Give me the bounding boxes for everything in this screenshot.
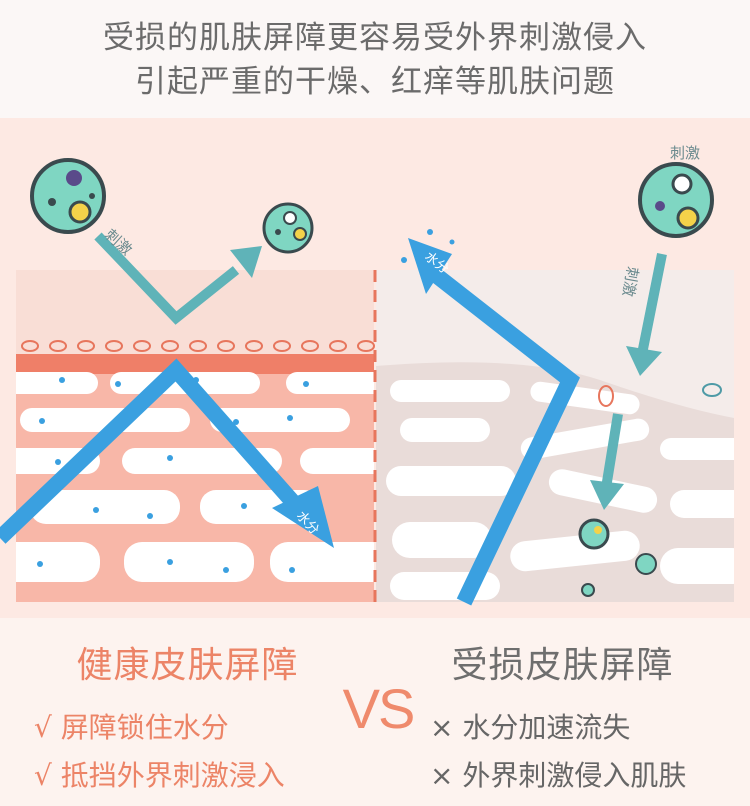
microbe-icon bbox=[264, 204, 312, 252]
microbe-icon bbox=[32, 160, 104, 232]
stimulus-label: 刺激 bbox=[670, 144, 700, 162]
damaged-point-2: × 外界刺激侵入肌肤 bbox=[430, 754, 686, 794]
healthy-point-2: √ 抵挡外界刺激浸入 bbox=[34, 754, 285, 794]
vs-label: VS bbox=[338, 676, 418, 741]
microbe-icon bbox=[640, 164, 712, 236]
healthy-point-1: √ 屏障锁住水分 bbox=[34, 706, 229, 746]
microbe-icon bbox=[582, 584, 594, 596]
skin-barrier-diagram: 刺激 刺激 刺激 水分 水分 bbox=[0, 118, 750, 618]
healthy-barrier-title: 健康皮肤屏障 bbox=[0, 636, 375, 688]
microbe-icon bbox=[636, 554, 656, 574]
header-line-1: 受损的肌肤屏障更容易受外界刺激侵入 bbox=[0, 0, 750, 60]
damaged-point-1: × 水分加速流失 bbox=[430, 706, 630, 746]
header: 受损的肌肤屏障更容易受外界刺激侵入 引起严重的干燥、红痒等肌肤问题 bbox=[0, 0, 750, 118]
header-line-2: 引起严重的干燥、红痒等肌肤问题 bbox=[0, 60, 750, 104]
damaged-skin bbox=[376, 270, 750, 602]
damaged-barrier-title: 受损皮肤屏障 bbox=[375, 636, 750, 688]
healthy-skin bbox=[0, 270, 396, 602]
microbe-icon bbox=[580, 520, 608, 548]
